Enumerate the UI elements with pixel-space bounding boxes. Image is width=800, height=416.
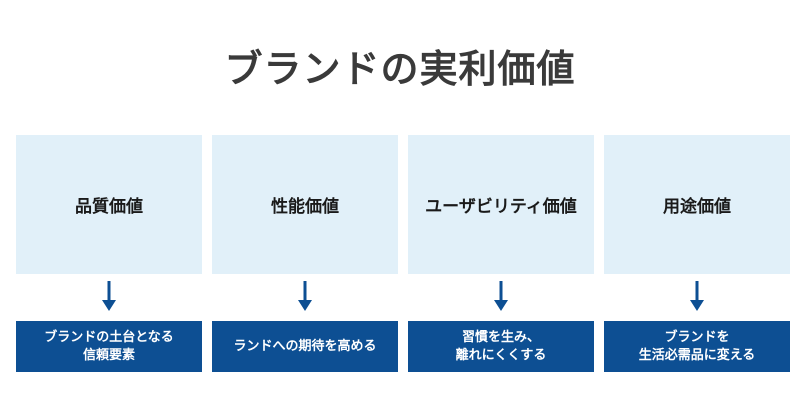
down-arrow-icon <box>102 281 116 311</box>
value-description-box: ブランドを 生活必需品に変える <box>604 321 790 372</box>
down-arrow-icon <box>690 281 704 311</box>
down-arrow-icon <box>494 281 508 311</box>
down-arrow-icon <box>298 281 312 311</box>
value-description-box: ブランドの土台となる 信頼要素 <box>16 321 202 372</box>
value-card-performance: 性能価値 <box>212 135 398 274</box>
value-card-label: 性能価値 <box>271 197 339 217</box>
diagram-title: ブランドの実利価値 <box>224 47 576 91</box>
value-card-use: 用途価値 <box>604 135 790 274</box>
value-card-usability: ユーザビリティ価値 <box>408 135 594 274</box>
value-card-label: ユーザビリティ価値 <box>425 197 577 217</box>
value-description-text: ランドへの期待を高める <box>233 338 377 354</box>
value-description-text: ブランドを 生活必需品に変える <box>638 329 756 363</box>
value-card-quality: 品質価値 <box>16 135 202 274</box>
value-description-box: 習慣を生み、 離れにくくする <box>408 321 594 372</box>
value-card-label: 品質価値 <box>75 197 143 217</box>
value-description-text: ブランドの土台となる 信頼要素 <box>44 329 174 363</box>
value-card-label: 用途価値 <box>663 197 731 217</box>
value-description-text: 習慣を生み、 離れにくくする <box>455 329 547 363</box>
value-description-box: ランドへの期待を高める <box>212 321 398 372</box>
